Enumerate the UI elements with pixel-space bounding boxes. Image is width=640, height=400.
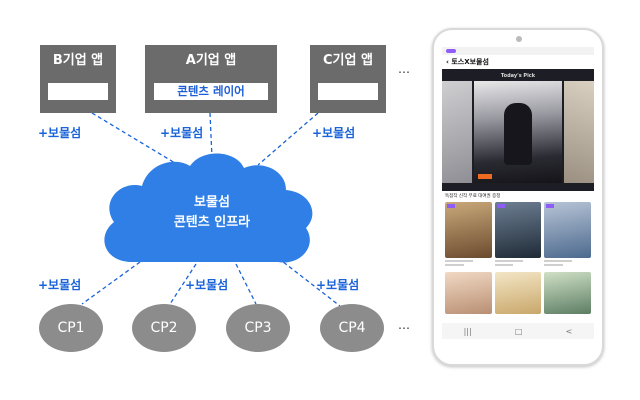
hero-slide-current[interactable] bbox=[474, 81, 562, 183]
content-layer-slot-a: 콘텐츠 레이어 bbox=[154, 83, 268, 100]
comic-card[interactable] bbox=[544, 202, 591, 269]
phone-screen: ‹ 토스X보물섬 Today's Pick 독점작 신작 무료 대여권 증정 bbox=[442, 47, 594, 339]
line-cloud-to-cp1 bbox=[81, 261, 141, 305]
cloud-shape bbox=[104, 153, 313, 263]
line-cloud-to-cp4 bbox=[277, 257, 341, 307]
comic-card[interactable] bbox=[445, 202, 492, 269]
plus-label-c: +보물섬 bbox=[312, 126, 356, 140]
line-a-to-cloud bbox=[209, 112, 213, 159]
home-icon[interactable]: □ bbox=[514, 326, 523, 336]
plus-label-a: +보물섬 bbox=[160, 126, 204, 140]
comic-card[interactable] bbox=[494, 202, 542, 269]
line-c-to-cloud bbox=[257, 112, 319, 166]
comic-card[interactable] bbox=[544, 272, 591, 314]
cp-node-2: CP2 bbox=[132, 304, 196, 352]
status-bar bbox=[442, 47, 594, 55]
more-cps-marker: … bbox=[398, 318, 411, 332]
hero-label: Today's Pick bbox=[500, 73, 536, 79]
cover-badge bbox=[478, 174, 492, 179]
comic-card[interactable] bbox=[494, 272, 542, 314]
plus-label-cp4: +보물섬 bbox=[316, 278, 360, 292]
more-apps-marker: … bbox=[398, 62, 411, 76]
content-slot-b bbox=[48, 83, 108, 100]
comic-card[interactable] bbox=[445, 272, 492, 314]
app-title-a: A기업 앱 bbox=[185, 53, 237, 68]
app-title-c: C기업 앱 bbox=[323, 53, 373, 68]
hero-carousel[interactable]: Today's Pick bbox=[442, 69, 594, 191]
status-pill-icon bbox=[446, 49, 456, 53]
line-cloud-to-cp2 bbox=[169, 263, 197, 305]
recent-apps-icon[interactable]: ||| bbox=[463, 326, 472, 336]
line-b-to-cloud bbox=[91, 112, 176, 164]
app-bar: ‹ 토스X보물섬 bbox=[442, 55, 594, 69]
plus-label-cp1: +보물섬 bbox=[38, 278, 82, 292]
cloud-title: 보물섬 bbox=[194, 195, 230, 210]
android-nav-bar: ||| □ < bbox=[442, 323, 594, 339]
cp-node-1: CP1 bbox=[39, 304, 103, 352]
app-box-a: A기업 앱 콘텐츠 레이어 bbox=[145, 45, 277, 113]
hero-slide-next[interactable] bbox=[564, 81, 594, 183]
app-title-b: B기업 앱 bbox=[52, 53, 104, 68]
cover-art-figure bbox=[504, 103, 532, 165]
phone-mockup: ‹ 토스X보물섬 Today's Pick 독점작 신작 무료 대여권 증정 bbox=[432, 28, 604, 366]
comic-grid bbox=[442, 202, 594, 314]
camera-dot bbox=[516, 36, 522, 42]
plus-label-b: +보물섬 bbox=[38, 126, 82, 140]
section-label: 독점작 신작 무료 대여권 증정 bbox=[445, 194, 501, 199]
app-box-c: C기업 앱 bbox=[310, 45, 386, 113]
line-cloud-to-cp3 bbox=[235, 263, 257, 305]
plus-label-cp2: +보물섬 bbox=[185, 278, 229, 292]
hero-slide-prev[interactable] bbox=[442, 81, 472, 183]
cp-node-3: CP3 bbox=[226, 304, 290, 352]
back-arrow-icon[interactable]: ‹ bbox=[446, 58, 452, 66]
cloud-subtitle: 콘텐츠 인프라 bbox=[173, 215, 251, 230]
app-bar-title: 토스X보물섬 bbox=[451, 58, 489, 66]
content-slot-c bbox=[318, 83, 378, 100]
back-icon[interactable]: < bbox=[565, 326, 573, 336]
app-box-b: B기업 앱 bbox=[40, 45, 116, 113]
cp-node-4: CP4 bbox=[320, 304, 384, 352]
